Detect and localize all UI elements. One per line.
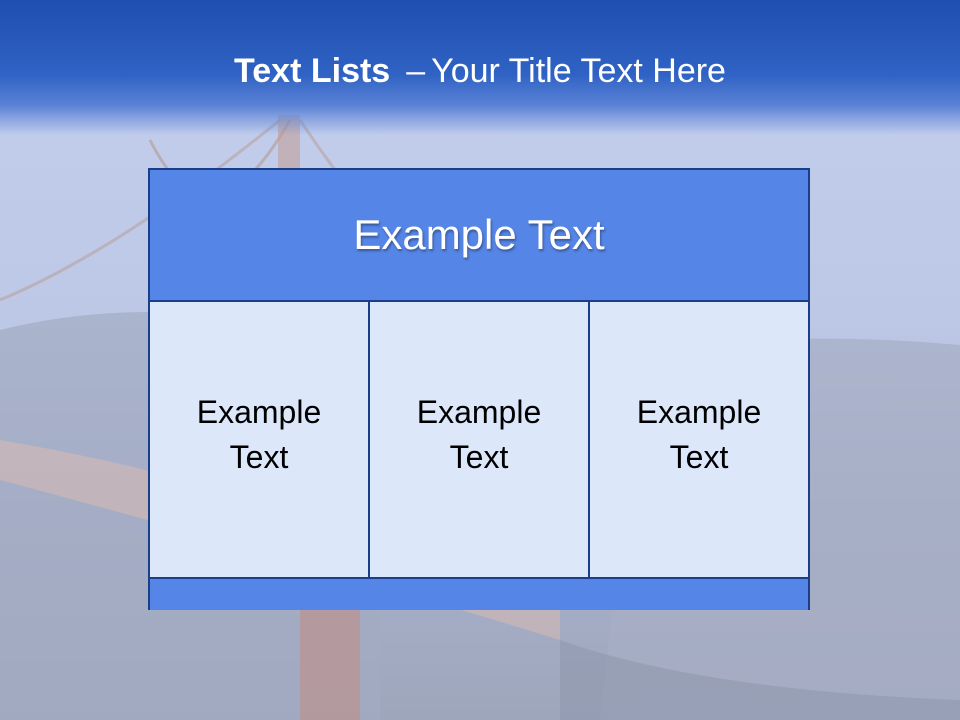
column-3-text: Example Text [636,393,762,475]
title-band [0,0,960,135]
text-list-panel: Example Text Example Text Example Text E… [148,168,810,610]
panel-columns: Example Text Example Text Example Text [150,302,808,577]
column-1: Example Text [150,302,368,577]
panel-header: Example Text [150,170,808,302]
slide-title: Text Lists–Your Title Text Here [0,52,960,91]
panel-footer-bar [150,577,808,610]
title-rest-text: Your Title Text Here [431,52,726,90]
panel-header-text: Example Text [353,211,605,258]
column-1-text: Example Text [196,393,322,475]
column-2-text: Example Text [416,393,542,475]
title-bold-text: Text Lists [234,52,391,90]
column-3: Example Text [588,302,808,577]
title-separator: – [406,52,426,90]
column-2: Example Text [368,302,588,577]
